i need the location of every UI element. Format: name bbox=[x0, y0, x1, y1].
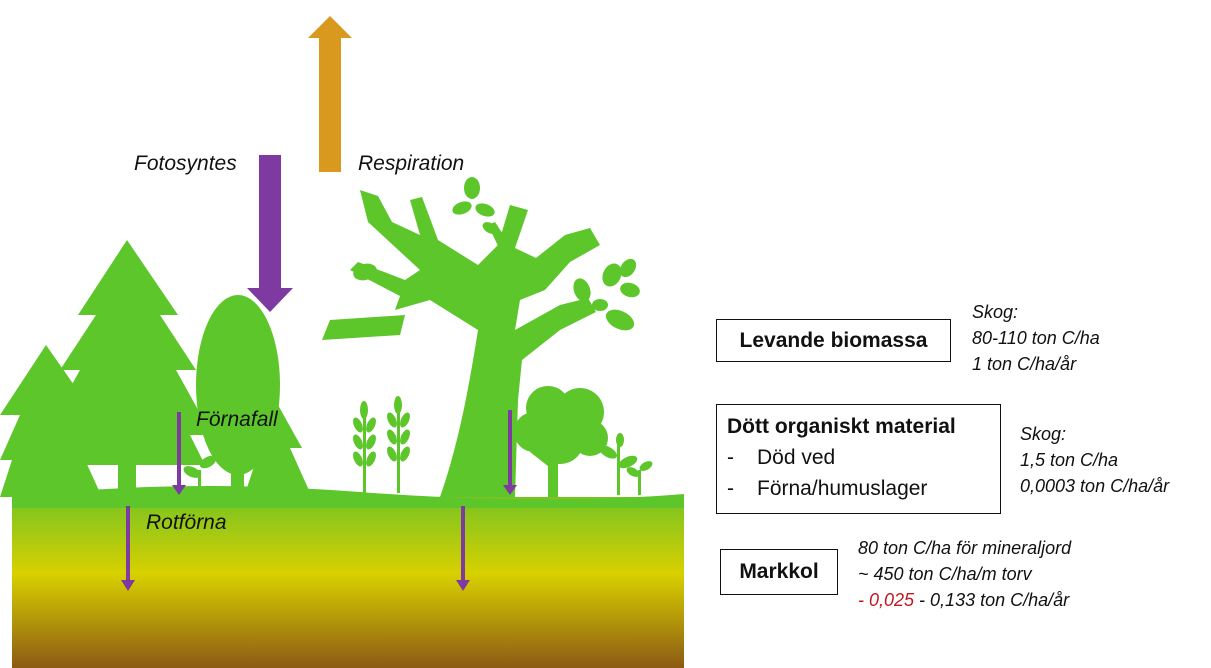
dead-organic-matter-box: Dött organiskt material - Död ved - Förn… bbox=[716, 404, 1001, 514]
wheat-icon bbox=[385, 396, 412, 493]
dead-organic-matter-title: Dött organiskt material bbox=[727, 411, 1000, 442]
living-biomass-rate: 1 ton C/ha/år bbox=[972, 351, 1100, 377]
dead-organic-header: Skog: bbox=[1020, 421, 1169, 447]
dead-organic-matter-values: Skog: 1,5 ton C/ha 0,0003 ton C/ha/år bbox=[1020, 421, 1169, 499]
soil-carbon-mineral: 80 ton C/ha för mineraljord bbox=[858, 535, 1071, 561]
living-biomass-stock: 80-110 ton C/ha bbox=[972, 325, 1100, 351]
photosynthesis-label: Fotosyntes bbox=[134, 152, 237, 176]
list-item: - Förna/humuslager bbox=[727, 473, 1000, 504]
soil-carbon-title: Markkol bbox=[739, 560, 818, 583]
soil-carbon-values: 80 ton C/ha för mineraljord ~ 450 ton C/… bbox=[858, 535, 1071, 613]
soil-carbon-rate-low: - 0,025 bbox=[858, 590, 914, 610]
living-biomass-box: Levande biomassa bbox=[716, 319, 951, 362]
list-item: - Död ved bbox=[727, 442, 1000, 473]
photosynthesis-arrow bbox=[247, 155, 293, 312]
soil-carbon-box: Markkol bbox=[720, 549, 838, 595]
living-biomass-header: Skog: bbox=[972, 299, 1100, 325]
living-biomass-values: Skog: 80-110 ton C/ha 1 ton C/ha/år bbox=[972, 299, 1100, 377]
litterfall-label: Förnafall bbox=[196, 408, 278, 432]
soil-carbon-rate-high: - 0,133 ton C/ha/år bbox=[914, 590, 1069, 610]
respiration-label: Respiration bbox=[358, 152, 464, 176]
litter-humus-label: Förna/humuslager bbox=[757, 473, 927, 504]
respiration-arrow bbox=[308, 16, 352, 172]
dead-organic-stock: 1,5 ton C/ha bbox=[1020, 447, 1169, 473]
soil-carbon-peat: ~ 450 ton C/ha/m torv bbox=[858, 561, 1071, 587]
conifer-tree-icon bbox=[44, 240, 212, 497]
root-litter-label: Rotförna bbox=[146, 511, 227, 535]
living-biomass-title: Levande biomassa bbox=[740, 329, 928, 352]
dead-wood-label: Död ved bbox=[757, 442, 835, 473]
wheat-icon bbox=[351, 401, 378, 493]
forest-carbon-illustration bbox=[0, 0, 685, 668]
soil-block bbox=[12, 497, 684, 668]
dead-organic-rate: 0,0003 ton C/ha/år bbox=[1020, 473, 1169, 499]
bush-icon bbox=[514, 386, 608, 497]
soil-carbon-rate: - 0,025 - 0,133 ton C/ha/år bbox=[858, 587, 1071, 613]
